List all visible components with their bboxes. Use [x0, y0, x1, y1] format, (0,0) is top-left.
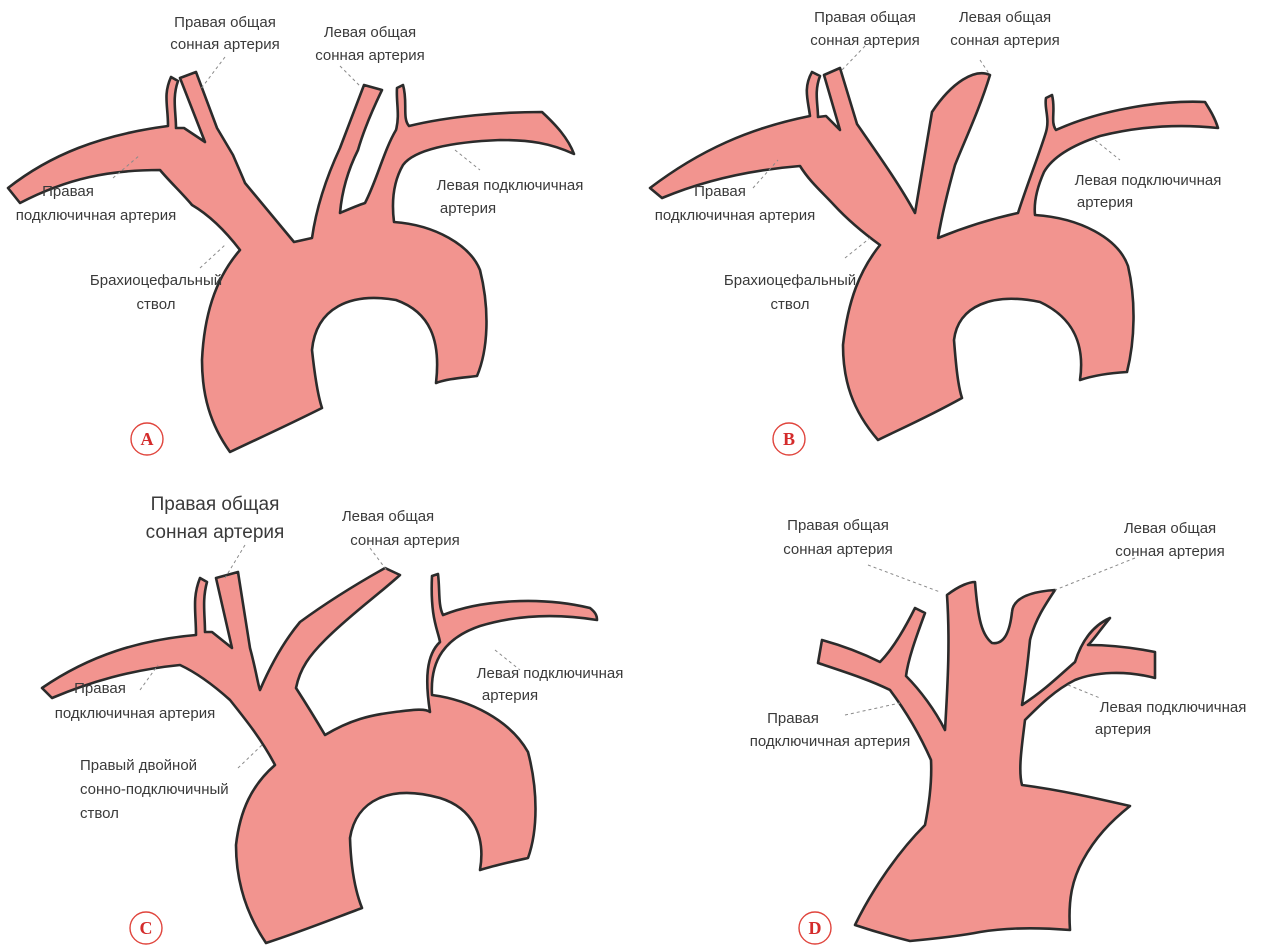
panel-d-label-lcca-1: Левая общая: [1124, 520, 1216, 537]
panel-b-label-lsa-1: Левая подключичная: [1075, 172, 1222, 189]
panel-a-badge-letter: A: [141, 429, 154, 449]
panel-d-leader-rcca: [868, 565, 940, 592]
panel-d-label-rsa-1: Правая: [767, 710, 819, 727]
panel-b-label-lsa-2: артерия: [1077, 194, 1133, 211]
panel-b: Правая общая сонная артерия Левая общая …: [650, 9, 1221, 455]
panel-b-label-rcca-1: Правая общая: [814, 9, 916, 26]
panel-a-label-lsa-1: Левая подключичная: [437, 177, 584, 194]
panel-d-badge-letter: D: [809, 918, 822, 938]
panel-a-label-lcca-2: сонная артерия: [315, 47, 424, 64]
panel-a-label-lsa-2: артерия: [440, 200, 496, 217]
panel-c-label-lsa-1: Левая подключичная: [477, 665, 624, 682]
panel-b-label-rcca-2: сонная артерия: [810, 32, 919, 49]
panel-d-label-rcca-2: сонная артерия: [783, 541, 892, 558]
panel-b-label-rsa-2: подключичная артерия: [655, 207, 815, 224]
panel-a-label-trunk-1: Брахиоцефальный: [90, 272, 222, 289]
panel-d-label-lcca-2: сонная артерия: [1115, 543, 1224, 560]
panel-b-label-lcca-2: сонная артерия: [950, 32, 1059, 49]
panel-c-label-lcca-2: сонная артерия: [350, 532, 459, 549]
panel-a-label-rsa-1: Правая: [42, 183, 94, 200]
panel-d-label-rsa-2: подключичная артерия: [750, 733, 910, 750]
panel-a-leader-lsa: [455, 150, 480, 170]
panel-a-label-trunk-2: ствол: [137, 296, 176, 313]
panel-b-badge-letter: B: [783, 429, 795, 449]
panel-a-vessel-tree: [8, 72, 574, 452]
panel-d-label-lsa-2: артерия: [1095, 721, 1151, 738]
panel-b-leader-rcca: [840, 46, 865, 72]
panel-c-leader-trunk: [238, 745, 262, 768]
panel-d-leader-rsa: [845, 703, 900, 715]
panel-b-label-trunk-2: ствол: [771, 296, 810, 313]
panel-d-label-lsa-1: Левая подключичная: [1100, 699, 1247, 716]
panel-a-leader-rcca: [200, 57, 225, 90]
panel-d: Правая общая сонная артерия Левая общая …: [750, 517, 1247, 944]
panel-c-label-trunk-3: ствол: [80, 805, 119, 822]
panel-c-leader-lcca: [370, 548, 388, 572]
panel-b-label-rsa-1: Правая: [694, 183, 746, 200]
panel-c-label-rcca-2: сонная артерия: [146, 522, 285, 543]
panel-a-label-rcca-1: Правая общая: [174, 14, 276, 31]
panel-b-leader-lsa: [1095, 140, 1120, 160]
panel-d-leader-lcca: [1055, 558, 1135, 590]
panel-c-label-lsa-2: артерия: [482, 687, 538, 704]
panel-c-label-lcca-1: Левая общая: [342, 508, 434, 525]
panel-c-label-rsa-1: Правая: [74, 680, 126, 697]
panel-b-vessel-tree: [650, 68, 1218, 440]
panel-b-label-lcca-1: Левая общая: [959, 9, 1051, 26]
panel-c-vessel-tree: [42, 568, 597, 943]
panel-a-label-rsa-2: подключичная артерия: [16, 207, 176, 224]
panel-a-leader-trunk: [200, 245, 225, 268]
panel-c-label-rcca-1: Правая общая: [151, 494, 280, 515]
panel-a-leader-lcca: [340, 66, 360, 86]
panel-a: Правая общая сонная артерия Левая общая …: [8, 14, 583, 455]
panel-a-label-rcca-2: сонная артерия: [170, 36, 279, 53]
panel-d-vessel-tree: [818, 582, 1155, 941]
panel-c: Правая общая сонная артерия Левая общая …: [42, 494, 623, 944]
panel-d-label-rcca-1: Правая общая: [787, 517, 889, 534]
panel-a-label-lcca-1: Левая общая: [324, 24, 416, 41]
panel-b-label-trunk-1: Брахиоцефальный: [724, 272, 856, 289]
panel-c-badge-letter: C: [140, 918, 153, 938]
panel-c-label-trunk-2: сонно-подключичный: [80, 781, 229, 798]
panel-b-leader-trunk: [845, 238, 870, 258]
panel-c-label-rsa-2: подключичная артерия: [55, 705, 215, 722]
panel-c-label-trunk-1: Правый двойной: [80, 757, 197, 774]
panel-d-leader-lsa: [1068, 685, 1100, 698]
